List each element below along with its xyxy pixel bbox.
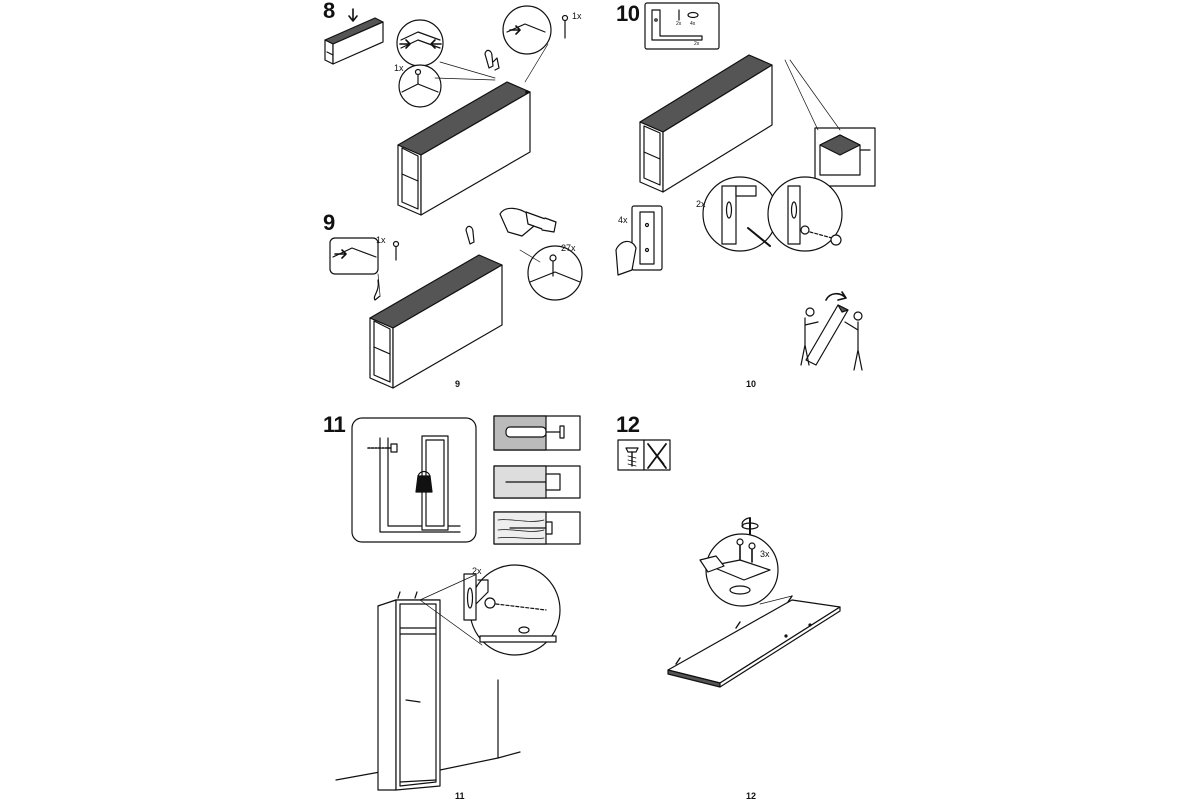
detail-circle-b	[398, 64, 442, 108]
cabinet-thumbnail	[324, 8, 384, 65]
corner-detail-box	[814, 127, 876, 187]
step-8-illustration	[324, 5, 569, 216]
page-number-12: 12	[746, 791, 757, 801]
step-number-10: 10	[616, 1, 640, 26]
qty-label-8a: 1x	[572, 11, 582, 21]
hardware-box	[644, 2, 720, 50]
door-panel	[667, 599, 841, 688]
cabinet-body-9	[369, 254, 503, 389]
wardrobe-body	[377, 599, 441, 791]
bracket-detail-circle-11	[463, 564, 561, 656]
screw-icon	[617, 439, 645, 471]
qty-label-9a: 1x	[376, 235, 386, 245]
bracket-detail-circle-a	[702, 176, 778, 252]
qty-label-10a: 4x	[618, 215, 628, 225]
no-screwdriver-icon	[643, 439, 671, 471]
qty-label-11a: 2x	[472, 566, 482, 576]
bracket-detail-circle-b	[767, 176, 843, 252]
page-number-11: 11	[455, 791, 465, 801]
page-number-10: 10	[746, 379, 757, 389]
detail-circle-c	[502, 5, 569, 55]
bracket-side-panel	[615, 205, 663, 276]
qty-label-10b: 2x	[696, 199, 706, 209]
nail-detail-circle	[527, 245, 583, 301]
qty-label-12a: 3x	[760, 549, 770, 559]
detail-rect-9a	[329, 237, 400, 275]
wall-plug-icon	[493, 415, 581, 545]
wall-mount-panel	[351, 417, 477, 543]
hw-qty-washer: 4x	[690, 21, 696, 27]
step-number-11: 11	[323, 412, 346, 437]
qty-label-8b: 1x	[394, 63, 404, 73]
step-11-illustration	[335, 415, 581, 791]
step-number-8: 8	[323, 0, 335, 23]
step-number-9: 9	[323, 210, 335, 235]
hand-icon-9	[465, 225, 475, 245]
hw-qty-screw: 2x	[676, 21, 682, 27]
room-wall	[335, 679, 521, 781]
step-10-illustration	[615, 2, 876, 371]
detail-circle-a	[396, 19, 444, 67]
cabinet-body-10	[639, 54, 773, 193]
qty-label-9b: 27x	[561, 243, 576, 253]
step-12-illustration	[617, 439, 841, 688]
hinge-detail-circle	[699, 533, 779, 607]
hammer-icon	[499, 207, 557, 237]
step-9-illustration	[329, 207, 583, 389]
hand-icon	[484, 49, 500, 71]
step-number-12: 12	[616, 412, 640, 437]
hw-qty-bracket: 2x	[694, 41, 700, 47]
people-icon	[800, 291, 863, 371]
cabinet-body	[397, 81, 531, 216]
page-number-9: 9	[455, 379, 461, 389]
